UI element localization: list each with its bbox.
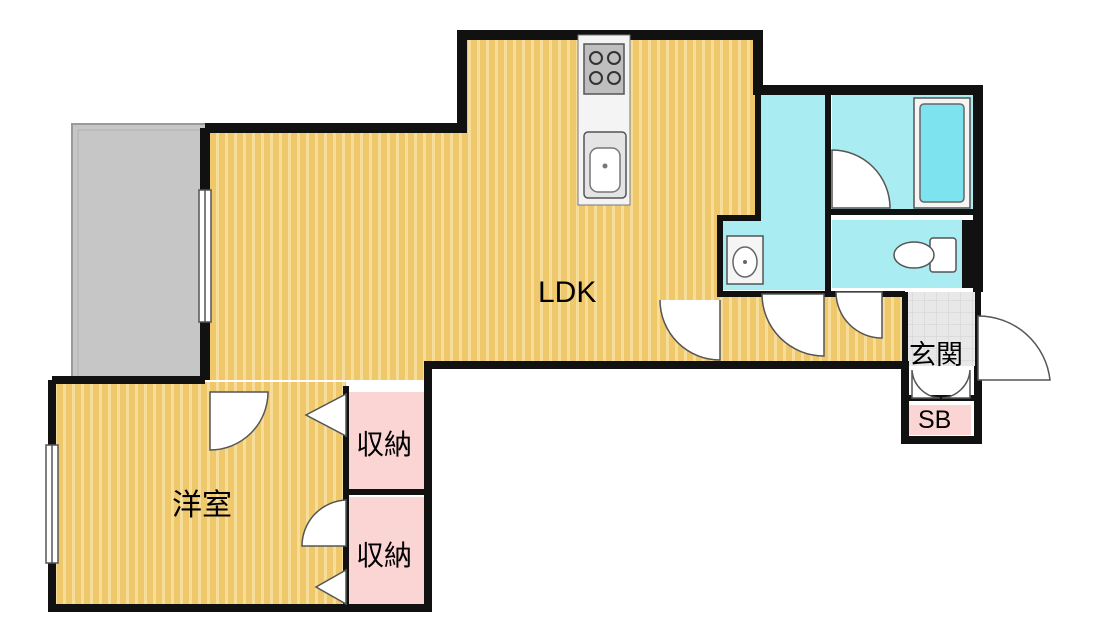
- toilet-icon: [893, 237, 957, 273]
- closet-upper-label: 収納: [356, 429, 413, 460]
- stove-icon: [583, 43, 625, 95]
- western-room-door-icon: [209, 391, 269, 451]
- closet-lower-door-icon: [301, 499, 347, 547]
- windows: [45, 189, 212, 564]
- ldk-label: LDK: [538, 276, 597, 309]
- shoe-box-floor: [909, 405, 971, 435]
- kitchen-counter: [577, 34, 631, 206]
- washbasin-icon: [726, 235, 764, 285]
- shoe-box-door-icon: [911, 369, 971, 399]
- entrance-floor: [905, 292, 977, 366]
- bathroom-door-icon: [831, 149, 891, 209]
- closet-upper-floor: [348, 392, 426, 490]
- bathtub-icon: [913, 97, 971, 209]
- toilet-door-icon: [835, 291, 883, 339]
- doors: [209, 149, 1051, 606]
- closet-lower-label: 収納: [356, 540, 413, 571]
- washroom-door-icon: [761, 293, 825, 357]
- entrance-door-icon: [977, 315, 1051, 381]
- entrance-label: 玄関: [909, 340, 963, 370]
- western-room-label: 洋室: [172, 489, 232, 522]
- closet-upper-door-icon: [304, 392, 347, 438]
- closet-lower-floor: [348, 497, 426, 604]
- shoe-box-label: SB: [918, 406, 952, 434]
- ldk-door-icon: [659, 299, 721, 361]
- balcony: [71, 123, 205, 382]
- wood-floor: [56, 35, 905, 604]
- closet-lower-door2-icon: [314, 568, 347, 606]
